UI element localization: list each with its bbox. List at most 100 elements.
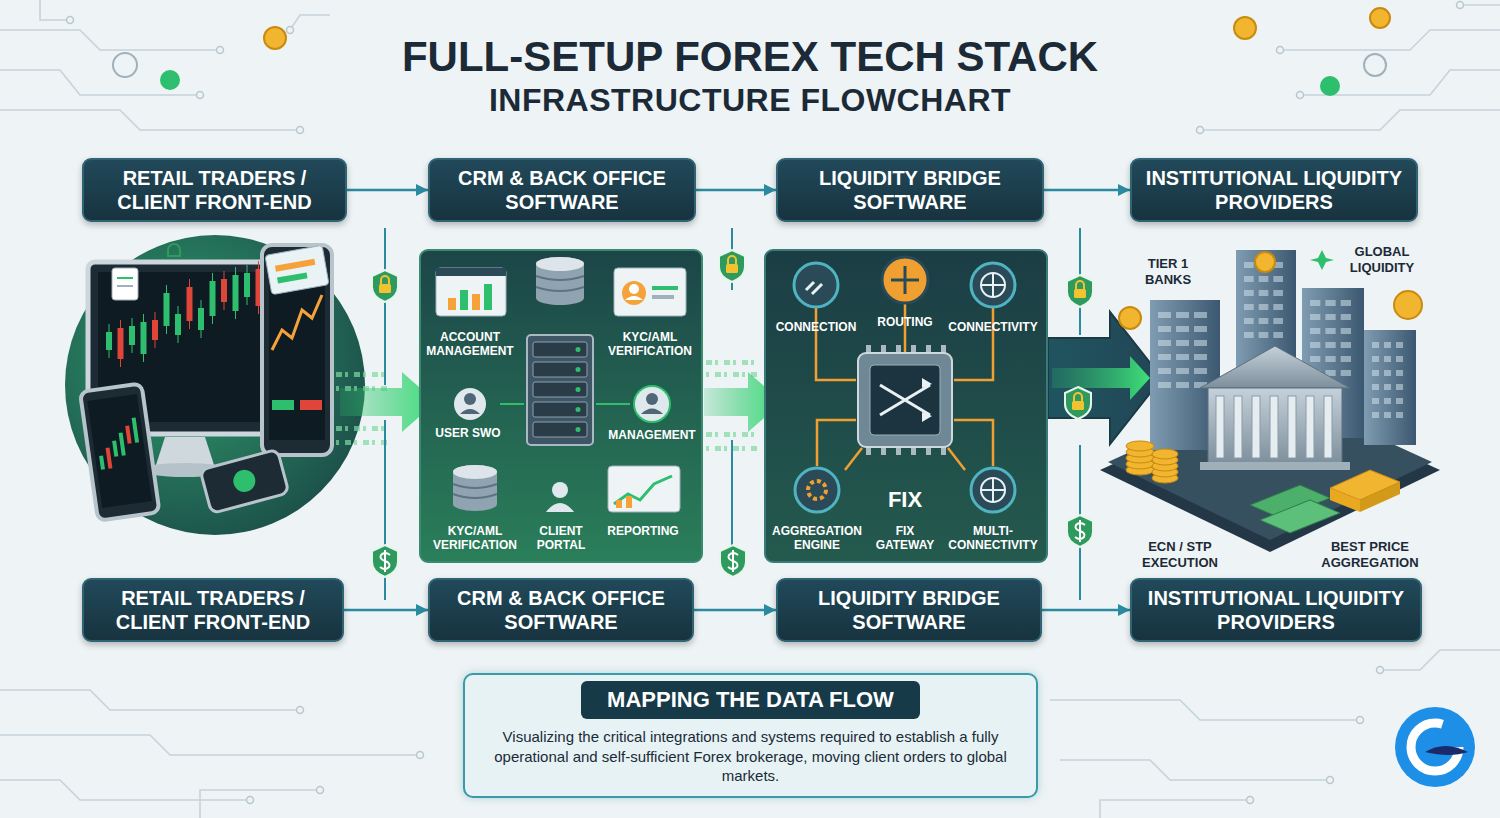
circuit-trace: [297, 707, 304, 714]
box-heading: INSTITUTIONAL LIQUIDITY PROVIDERS: [1142, 586, 1410, 634]
institution-illustration: [1216, 396, 1224, 458]
logo: [1395, 707, 1475, 787]
title: FULL-SETUP FOREX TECH STACK: [0, 34, 1500, 80]
crm-panel: [641, 409, 663, 415]
flow-arrow: [715, 360, 718, 365]
flow-arrow: [715, 372, 721, 377]
institution-illustration: [1310, 342, 1320, 348]
client-illustration: [210, 281, 216, 316]
decor-link: [385, 228, 1080, 600]
client-illustration: [125, 425, 131, 443]
box-heading: LIQUIDITY BRIDGE SOFTWARE: [788, 586, 1030, 634]
crm-panel: [552, 482, 568, 498]
flow-arrow: [724, 432, 730, 437]
subtitle: INFRASTRUCTURE FLOWCHART: [400, 81, 1100, 119]
institution-illustration: [1100, 250, 1440, 552]
circuit-trace: [297, 127, 304, 134]
decor-link: [1079, 445, 1081, 515]
institution-illustration: [1341, 356, 1351, 362]
circuit-trace: [1200, 110, 1500, 130]
institution-illustration: [1208, 388, 1342, 464]
institution-illustration: [1259, 332, 1269, 338]
circuit-trace: [1300, 70, 1500, 95]
crm-panel: [576, 407, 581, 412]
flow-arrow: [724, 372, 727, 377]
crm-panel: [436, 268, 506, 276]
circuit-trace: [1460, 4, 1500, 6]
flow-arrow: [706, 432, 712, 437]
icon-label: ROUTING: [867, 315, 943, 329]
bridge-panel: [765, 250, 1047, 562]
decor-link: [731, 282, 733, 290]
crm-panel: [546, 503, 574, 512]
icon-label: FIX: [875, 487, 935, 513]
flow-arrow: [1048, 312, 1162, 444]
lock-shield: [372, 545, 398, 577]
circuit-trace: [0, 30, 220, 50]
institution-illustration: [1270, 396, 1278, 458]
box-heading: LIQUIDITY BRIDGE SOFTWARE: [788, 166, 1032, 214]
institution-illustration: [1152, 449, 1178, 459]
circuit-trace: [40, 0, 70, 20]
icon-label: KYC/AML VERIFICATION: [600, 330, 700, 359]
circuit-trace: [1100, 800, 1250, 818]
crm-panel: [596, 403, 630, 405]
circuit-trace: [197, 92, 204, 99]
flow-arrow: [363, 372, 366, 377]
box-heading: CRM & BACK OFFICE SOFTWARE: [440, 586, 682, 634]
crm-panel: [536, 257, 584, 271]
institution-illustration: [1364, 330, 1416, 445]
bridge-panel: [816, 308, 856, 380]
bridge-panel: [971, 263, 1015, 307]
client-illustration: [119, 432, 126, 455]
institution-illustration: [1310, 328, 1320, 334]
client-illustration: [164, 293, 170, 326]
bridge-panel: [981, 273, 1005, 297]
decor-link: [1079, 228, 1081, 275]
coin: [1234, 17, 1256, 39]
client-illustration: [106, 261, 262, 367]
icon-label: MANAGEMENT: [602, 428, 702, 442]
institution-illustration: [1158, 312, 1171, 318]
client-illustration: [132, 418, 139, 443]
crm-panel: [448, 298, 456, 310]
client-illustration: [200, 449, 289, 513]
bridge-panel: [891, 266, 919, 294]
client-illustration: [112, 268, 138, 300]
institution-illustration: [1396, 384, 1403, 390]
flow-arrow: [372, 372, 378, 377]
flow-arrow: [345, 372, 348, 377]
institution-illustration: [1372, 412, 1379, 418]
flow-arrow: [706, 360, 712, 365]
box-heading: INSTITUTIONAL LIQUIDITY PROVIDERS: [1142, 166, 1406, 214]
circuit-trace: [1247, 797, 1254, 804]
crm-panel: [576, 387, 581, 392]
icon-label: CLIENT PORTAL: [530, 524, 592, 553]
circuit-trace: [1377, 667, 1384, 674]
client-illustration: [112, 440, 118, 456]
institution-illustration: [1310, 356, 1320, 362]
crm-panel: [460, 290, 468, 310]
bridge-panel: [808, 481, 826, 499]
bridge-panel: [948, 448, 965, 470]
circuit-trace: [1327, 777, 1334, 784]
client-illustration: [117, 277, 133, 279]
icon-label: CONNECTION: [768, 320, 864, 334]
crm-panel: [436, 268, 506, 316]
flow-arrow: [336, 426, 342, 431]
institution-illustration: [1372, 342, 1379, 348]
crm-panel: [533, 362, 587, 377]
decor-link: [384, 228, 386, 270]
process-box: INSTITUTIONAL LIQUIDITY PROVIDERS: [1130, 158, 1418, 222]
bridge-panel: [954, 308, 993, 380]
institution-illustration: [1194, 340, 1207, 346]
bridge-panel: [817, 420, 856, 466]
flow-arrow: [363, 426, 366, 431]
flow-arrow: [381, 372, 384, 377]
flow-arrow: [336, 372, 342, 377]
crm-panel: [536, 291, 584, 305]
flow-arrow: [751, 446, 757, 451]
circuit-trace: [1457, 2, 1464, 9]
crm-panel: [533, 342, 587, 357]
institution-illustration: [1384, 356, 1391, 362]
